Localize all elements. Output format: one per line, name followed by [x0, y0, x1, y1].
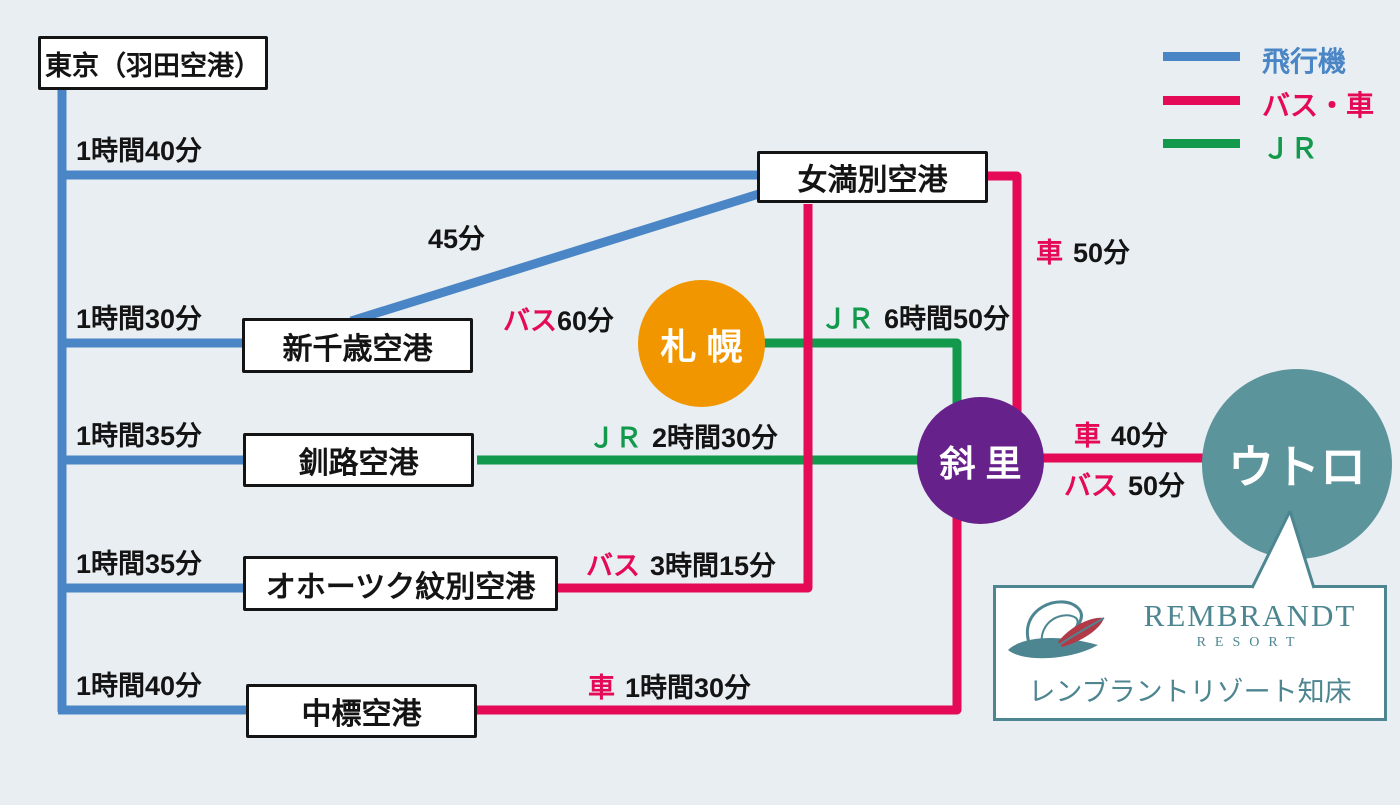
route-duration-text: 6時間50分: [884, 304, 1011, 334]
resort-brand-subname: RESORT: [1196, 634, 1304, 650]
route-mode-text: 車: [1036, 238, 1063, 268]
legend-bus-car-label: バス・車: [1262, 90, 1375, 121]
route-label-monbetsu-memanbetsu-bus: バス 3時間15分: [586, 551, 776, 582]
route-label-memanbetsu-shari-car: 車 50分: [1036, 238, 1130, 269]
resort-brand-name: REMBRANDT: [1143, 598, 1357, 633]
route-mode-text: 車: [588, 673, 615, 703]
route-duration-text: 50分: [1128, 471, 1186, 501]
flight-duration-tokyo-chitose: 1時間30分: [76, 304, 203, 334]
flight-duration-tokyo-kushiro: 1時間35分: [76, 421, 203, 451]
route-mode-text: バス: [586, 551, 640, 581]
resort-brand-block: REMBRANDT RESORT: [1121, 598, 1379, 651]
resort-callout-box: REMBRANDT RESORT レンブラントリゾート知床: [993, 585, 1387, 721]
route-duration-text: 1時間30分: [625, 673, 752, 703]
route-label-nakashibetsu-shari-car: 車 1時間30分: [588, 673, 751, 704]
route-line-memanbetsu-shari-car: [986, 171, 1022, 423]
resort-name-japanese: レンブラントリゾート知床: [1028, 677, 1352, 707]
flight-duration-tokyo-memanbetsu: 1時間40分: [76, 136, 203, 166]
node-sapporo: 札 幌: [638, 280, 765, 407]
legend-flight-label: 飛行機: [1262, 46, 1347, 77]
legend-jr-line-swatch: [1163, 139, 1240, 148]
route-duration-text: 60分: [557, 306, 615, 336]
route-mode-text: バス: [1064, 471, 1118, 501]
node-shari: 斜 里: [917, 397, 1044, 524]
flight-duration-tokyo-nakashibetsu: 1時間40分: [76, 671, 203, 701]
node-utoro: ウトロ: [1202, 369, 1392, 559]
route-duration-text: 3時間15分: [650, 551, 777, 581]
node-nakashibetsu-airport: 中標空港: [246, 684, 477, 738]
node-kushiro-airport: 釧路空港: [243, 433, 474, 487]
node-tokyo-haneda: 東京（羽田空港）: [38, 36, 268, 90]
route-duration-text: 40分: [1111, 421, 1169, 451]
route-mode-text: 車: [1074, 421, 1101, 451]
rembrandt-logo-icon: [1008, 600, 1105, 659]
route-label-sapporo-shari-jr: ＪＲ 6時間50分: [820, 304, 1010, 335]
legend-bus-car-line-swatch: [1163, 96, 1240, 105]
route-duration-text: 2時間30分: [652, 423, 779, 453]
route-label-shari-utoro-bus: バス 50分: [1064, 471, 1185, 502]
route-mode-text: バス: [503, 306, 557, 336]
route-mode-text: ＪＲ: [820, 304, 874, 334]
route-mode-text: ＪＲ: [588, 423, 642, 453]
legend-jr-label: ＪＲ: [1262, 133, 1319, 164]
flight-duration-tokyo-monbetsu: 1時間35分: [76, 549, 203, 579]
node-okhotsk-monbetsu-airport: オホーツク紋別空港: [243, 556, 558, 611]
route-label-chitose-sapporo-bus: バス60分: [503, 306, 614, 337]
route-line-sapporo-shari-jr: [763, 338, 962, 423]
route-label-kushiro-shari-jr: ＪＲ 2時間30分: [588, 423, 778, 454]
flight-duration-memanbetsu-chitose: 45分: [428, 224, 486, 254]
legend-flight-line-swatch: [1163, 52, 1240, 61]
node-memanbetsu-airport: 女満別空港: [757, 151, 988, 203]
route-label-shari-utoro-car: 車 40分: [1074, 421, 1168, 452]
route-duration-text: 50分: [1073, 238, 1131, 268]
node-shin-chitose-airport: 新千歳空港: [242, 318, 473, 373]
